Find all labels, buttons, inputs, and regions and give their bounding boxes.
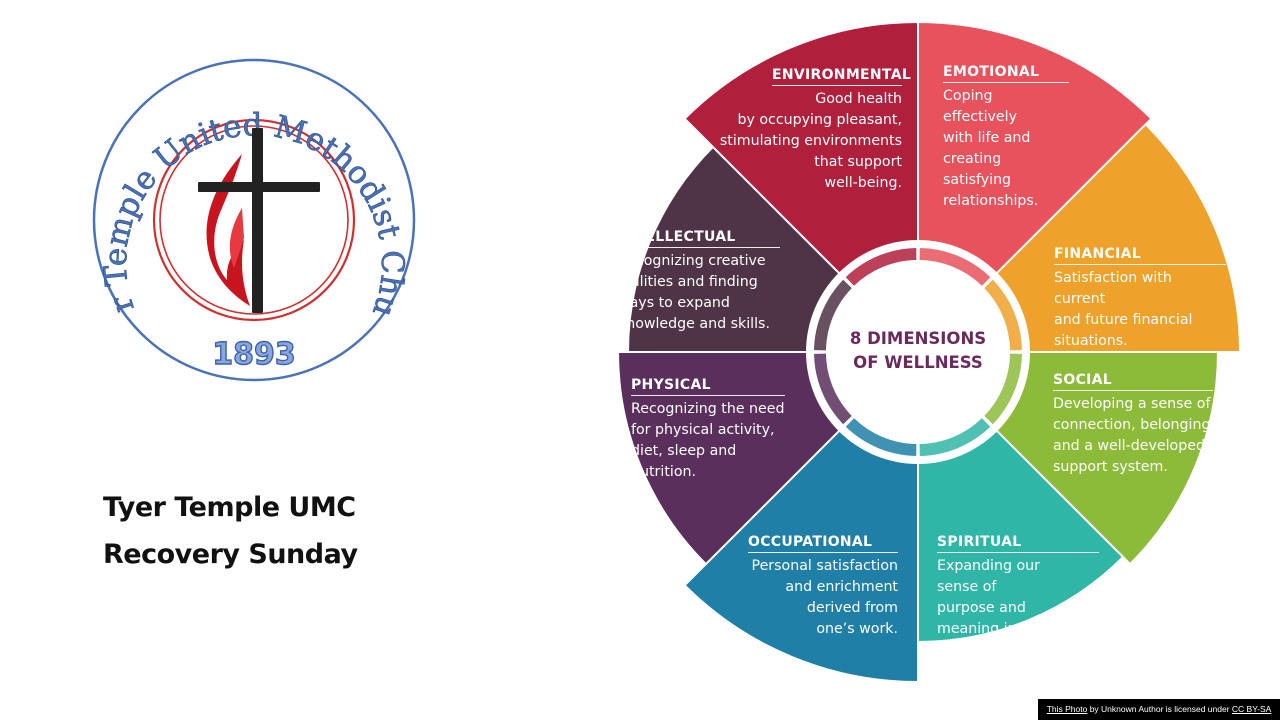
dimension-description: Recognizing the need for physical activi… — [631, 401, 785, 480]
dimension-description: Recognizing creative abilities and findi… — [618, 253, 770, 332]
dimension-heading: SOCIAL — [1053, 372, 1213, 391]
dimension-description: Developing a sense of connection, belong… — [1053, 396, 1211, 475]
center-title-line-1: 8 DIMENSIONS — [849, 329, 987, 348]
dimension-occupational: OCCUPATIONAL Personal satisfaction and e… — [748, 534, 898, 640]
church-seal-logo: Tyer Temple United Methodist Church 1893 — [92, 58, 416, 382]
title-line-1: Tyer Temple UMC — [103, 492, 356, 523]
seal-year: 1893 — [212, 337, 296, 372]
dimension-heading: INTELLECTUAL — [618, 229, 780, 248]
ring-arc-spiritual — [919, 418, 991, 456]
dimension-physical: PHYSICAL Recognizing the need for physic… — [631, 377, 785, 483]
dimension-heading: SPIRITUAL — [937, 534, 1099, 553]
photo-credit: This Photo by Unknown Author is licensed… — [1038, 699, 1280, 720]
dimension-spiritual: SPIRITUAL Expanding our sense of purpose… — [937, 534, 1099, 640]
dimension-description: Good health by occupying pleasant, stimu… — [719, 91, 902, 191]
credit-text: by Unknown Author is licensed under — [1087, 704, 1232, 714]
title-line-2: Recovery Sunday — [103, 539, 358, 570]
dimension-description: Expanding our sense of purpose and meani… — [937, 558, 1048, 637]
wheel-center-title: 8 DIMENSIONS OF WELLNESS — [838, 327, 998, 375]
dimension-heading: EMOTIONAL — [943, 64, 1069, 83]
dimension-heading: FINANCIAL — [1054, 246, 1226, 265]
license-link[interactable]: CC BY-SA — [1231, 704, 1272, 714]
dimension-description: Satisfaction with current and future fin… — [1054, 270, 1193, 349]
dimension-social: SOCIAL Developing a sense of connection,… — [1053, 372, 1213, 478]
dimension-heading: OCCUPATIONAL — [748, 534, 898, 553]
ring-arc-intellectual — [814, 279, 852, 351]
ring-arc-physical — [814, 353, 852, 425]
dimension-environmental: ENVIRONMENTAL Good health by occupying p… — [702, 64, 911, 194]
dimension-emotional: EMOTIONAL Coping effectively with life a… — [943, 64, 1069, 212]
center-title-line-2: OF WELLNESS — [853, 353, 983, 372]
ring-arc-social — [984, 353, 1022, 425]
dimension-heading: ENVIRONMENTAL — [772, 67, 911, 86]
ring-arc-environmental — [845, 248, 917, 286]
ring-arc-emotional — [919, 248, 991, 286]
dimension-financial: FINANCIAL Satisfaction with current and … — [1054, 246, 1226, 352]
dimension-intellectual: INTELLECTUAL Recognizing creative abilit… — [618, 229, 780, 335]
dimension-description: Personal satisfaction and enrichment der… — [751, 558, 898, 637]
dimension-description: Coping effectively with life and creatin… — [943, 88, 1039, 209]
photo-link[interactable]: This Photo — [1046, 704, 1088, 714]
cross-and-flame-icon — [198, 128, 320, 313]
ring-arc-occupational — [845, 418, 917, 456]
ring-arc-financial — [984, 279, 1022, 351]
dimension-heading: PHYSICAL — [631, 377, 785, 396]
